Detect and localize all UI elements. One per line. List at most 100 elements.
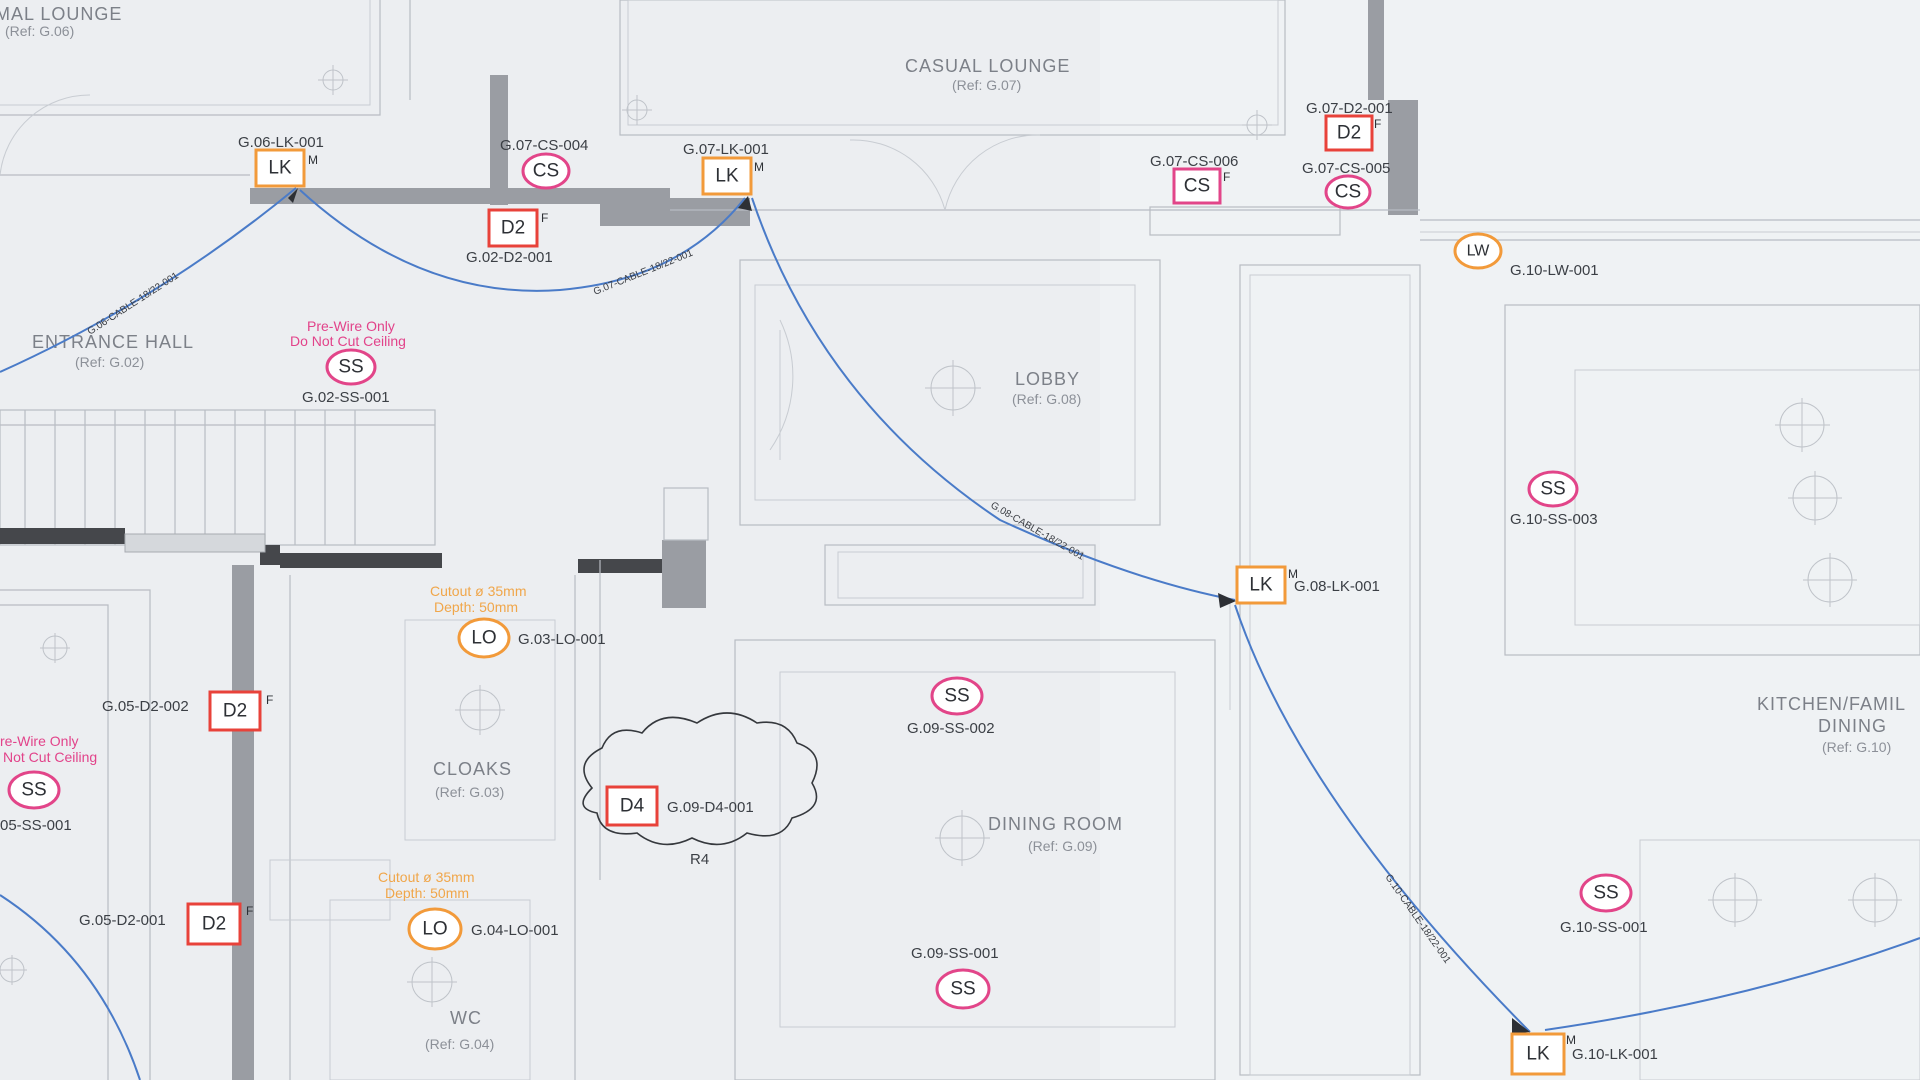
cable-line-g08 — [751, 197, 1236, 601]
symbol-tag: G.10-SS-001 — [1560, 919, 1648, 936]
room-name-casual-lounge: CASUAL LOUNGE — [905, 56, 1070, 76]
cutout2-note-line1: Cutout ø 35mm — [378, 869, 474, 885]
wall-segment — [232, 565, 254, 1080]
door-sensor-symbol-g05-002[interactable]: D2 F G.05-D2-002 — [102, 690, 273, 732]
symbol-code: SS — [21, 780, 46, 801]
symbol-code: LW — [1467, 243, 1491, 260]
symbol-mount: F — [1374, 117, 1381, 131]
prewire-note-line1: Pre-Wire Only — [307, 318, 395, 334]
wall-segment — [250, 188, 670, 204]
symbol-mount: F — [266, 693, 273, 707]
keypad-symbol-g07[interactable]: LK M G.07-LK-001 — [683, 141, 769, 196]
speaker-symbol-g05[interactable]: SS 05-SS-001 — [0, 770, 72, 834]
symbol-tag: G.09-D4-001 — [667, 799, 754, 816]
room-name-dining-room: DINING ROOM — [988, 814, 1123, 834]
symbol-code: D2 — [1337, 123, 1361, 144]
prewire-left-note-line2: Not Cut Ceiling — [3, 749, 97, 765]
speaker-symbol-g09-002[interactable]: SS G.09-SS-002 — [907, 676, 995, 737]
paper-highlight — [1100, 0, 1920, 1080]
symbol-code: LK — [268, 158, 292, 179]
symbol-code: D2 — [501, 218, 525, 239]
light-outlet-symbol-g04[interactable]: LO G.04-LO-001 — [407, 907, 559, 951]
keypad-symbol-g08[interactable]: LK M G.08-LK-001 — [1235, 565, 1380, 605]
symbol-mount: F — [246, 904, 253, 918]
device-symbol-g09-d4[interactable]: D4 G.09-D4-001 — [605, 785, 754, 827]
symbol-code: D2 — [202, 914, 226, 935]
room-ref-lobby: (Ref: G.08) — [1012, 391, 1081, 407]
keypad-symbol-g06[interactable]: LK M G.06-LK-001 — [238, 134, 324, 188]
prewire-note-line2: Do Not Cut Ceiling — [290, 333, 406, 349]
light-wall-symbol-g10[interactable]: LW G.10-LW-001 — [1453, 232, 1599, 279]
revision-cloud — [582, 712, 818, 846]
symbol-code: D4 — [620, 796, 645, 817]
symbol-mount: M — [1566, 1033, 1576, 1047]
symbol-code: SS — [944, 686, 969, 707]
room-name-kitchen-line2: DINING — [1818, 716, 1887, 736]
symbol-tag: G.02-D2-001 — [466, 249, 553, 266]
symbol-code: LK — [715, 166, 739, 187]
cable-line-g07 — [299, 189, 746, 292]
symbol-code: LK — [1249, 575, 1273, 596]
sensor-symbol-g07-005[interactable]: CS G.07-CS-005 — [1302, 160, 1390, 210]
room-ref-entrance-hall: (Ref: G.02) — [75, 354, 144, 370]
symbol-code: CS — [533, 161, 559, 182]
symbol-code: SS — [1593, 883, 1618, 904]
symbol-tag: G.07-CS-005 — [1302, 160, 1390, 177]
cutout-note-line1: Cutout ø 35mm — [430, 583, 526, 599]
symbol-mount: M — [308, 153, 318, 167]
symbol-mount: M — [754, 160, 764, 174]
symbol-tag: G.02-SS-001 — [302, 389, 390, 406]
room-ref-wc: (Ref: G.04) — [425, 1036, 494, 1052]
symbol-mount: F — [541, 211, 548, 225]
symbol-tag: G.10-LK-001 — [1572, 1046, 1658, 1063]
symbol-tag: G.05-D2-001 — [79, 912, 166, 929]
symbol-tag: G.08-LK-001 — [1294, 578, 1380, 595]
speaker-symbol-g02[interactable]: SS G.02-SS-001 — [302, 348, 390, 406]
symbol-tag: G.10-LW-001 — [1510, 262, 1599, 279]
wall-segment — [600, 198, 750, 226]
symbol-mount: F — [1223, 170, 1230, 184]
sensor-symbol-g07-004[interactable]: CS G.07-CS-004 — [500, 137, 588, 190]
room-name-cloaks: CLOAKS — [433, 759, 512, 779]
symbol-tag: G.09-SS-002 — [907, 720, 995, 737]
symbol-tag: G.07-CS-004 — [500, 137, 588, 154]
door-sensor-symbol-g05-001[interactable]: D2 F G.05-D2-001 — [79, 902, 253, 946]
keypad-symbol-g10[interactable]: LK M G.10-LK-001 — [1510, 1032, 1658, 1076]
light-outlet-symbol-g03[interactable]: LO G.03-LO-001 — [457, 617, 606, 659]
symbol-tag: 05-SS-001 — [0, 817, 72, 834]
symbol-tag: G.07-LK-001 — [683, 141, 769, 158]
room-name-kitchen-line1: KITCHEN/FAMIL — [1757, 694, 1906, 714]
door-sensor-symbol-g07[interactable]: D2 F G.07-D2-001 — [1306, 100, 1393, 152]
room-ref-kitchen: (Ref: G.10) — [1822, 739, 1891, 755]
door-sensor-symbol-g02[interactable]: D2 F G.02-D2-001 — [466, 208, 553, 266]
room-name-formal-lounge: MAL LOUNGE — [0, 4, 122, 24]
room-name-lobby: LOBBY — [1015, 369, 1080, 389]
speaker-symbol-g10-003[interactable]: SS G.10-SS-003 — [1510, 470, 1598, 528]
room-ref-casual-lounge: (Ref: G.07) — [952, 77, 1021, 93]
wall-segment — [1388, 100, 1418, 215]
staircase — [0, 409, 436, 546]
sensor-symbol-g07-006[interactable]: CS F G.07-CS-006 — [1150, 153, 1238, 205]
cable-line-g06 — [0, 187, 297, 373]
symbol-tag: G.10-SS-003 — [1510, 511, 1598, 528]
annotations: Pre-Wire Only Do Not Cut Ceiling re-Wire… — [0, 318, 526, 901]
speaker-symbol-g10-001[interactable]: SS G.10-SS-001 — [1560, 873, 1648, 936]
symbol-code: SS — [950, 979, 975, 1000]
room-name-entrance-hall: ENTRANCE HALL — [32, 332, 194, 352]
speaker-symbol-g09-001[interactable]: SS G.09-SS-001 — [911, 945, 999, 1010]
symbol-tag: G.05-D2-002 — [102, 698, 189, 715]
symbol-code: SS — [1540, 479, 1565, 500]
symbol-tag: G.06-LK-001 — [238, 134, 324, 151]
cutout2-note-line2: Depth: 50mm — [385, 885, 469, 901]
symbol-code: D2 — [223, 701, 247, 722]
symbol-tag: G.07-D2-001 — [1306, 100, 1393, 117]
room-ref-cloaks: (Ref: G.03) — [435, 784, 504, 800]
symbol-code: LO — [422, 919, 447, 940]
symbol-tag: G.04-LO-001 — [471, 922, 559, 939]
room-labels: MAL LOUNGE (Ref: G.06) CASUAL LOUNGE (Re… — [0, 4, 1906, 1052]
symbol-tag: G.07-CS-006 — [1150, 153, 1238, 170]
symbol-code: SS — [338, 357, 363, 378]
room-name-wc: WC — [450, 1008, 482, 1028]
wall-segment — [490, 75, 508, 205]
